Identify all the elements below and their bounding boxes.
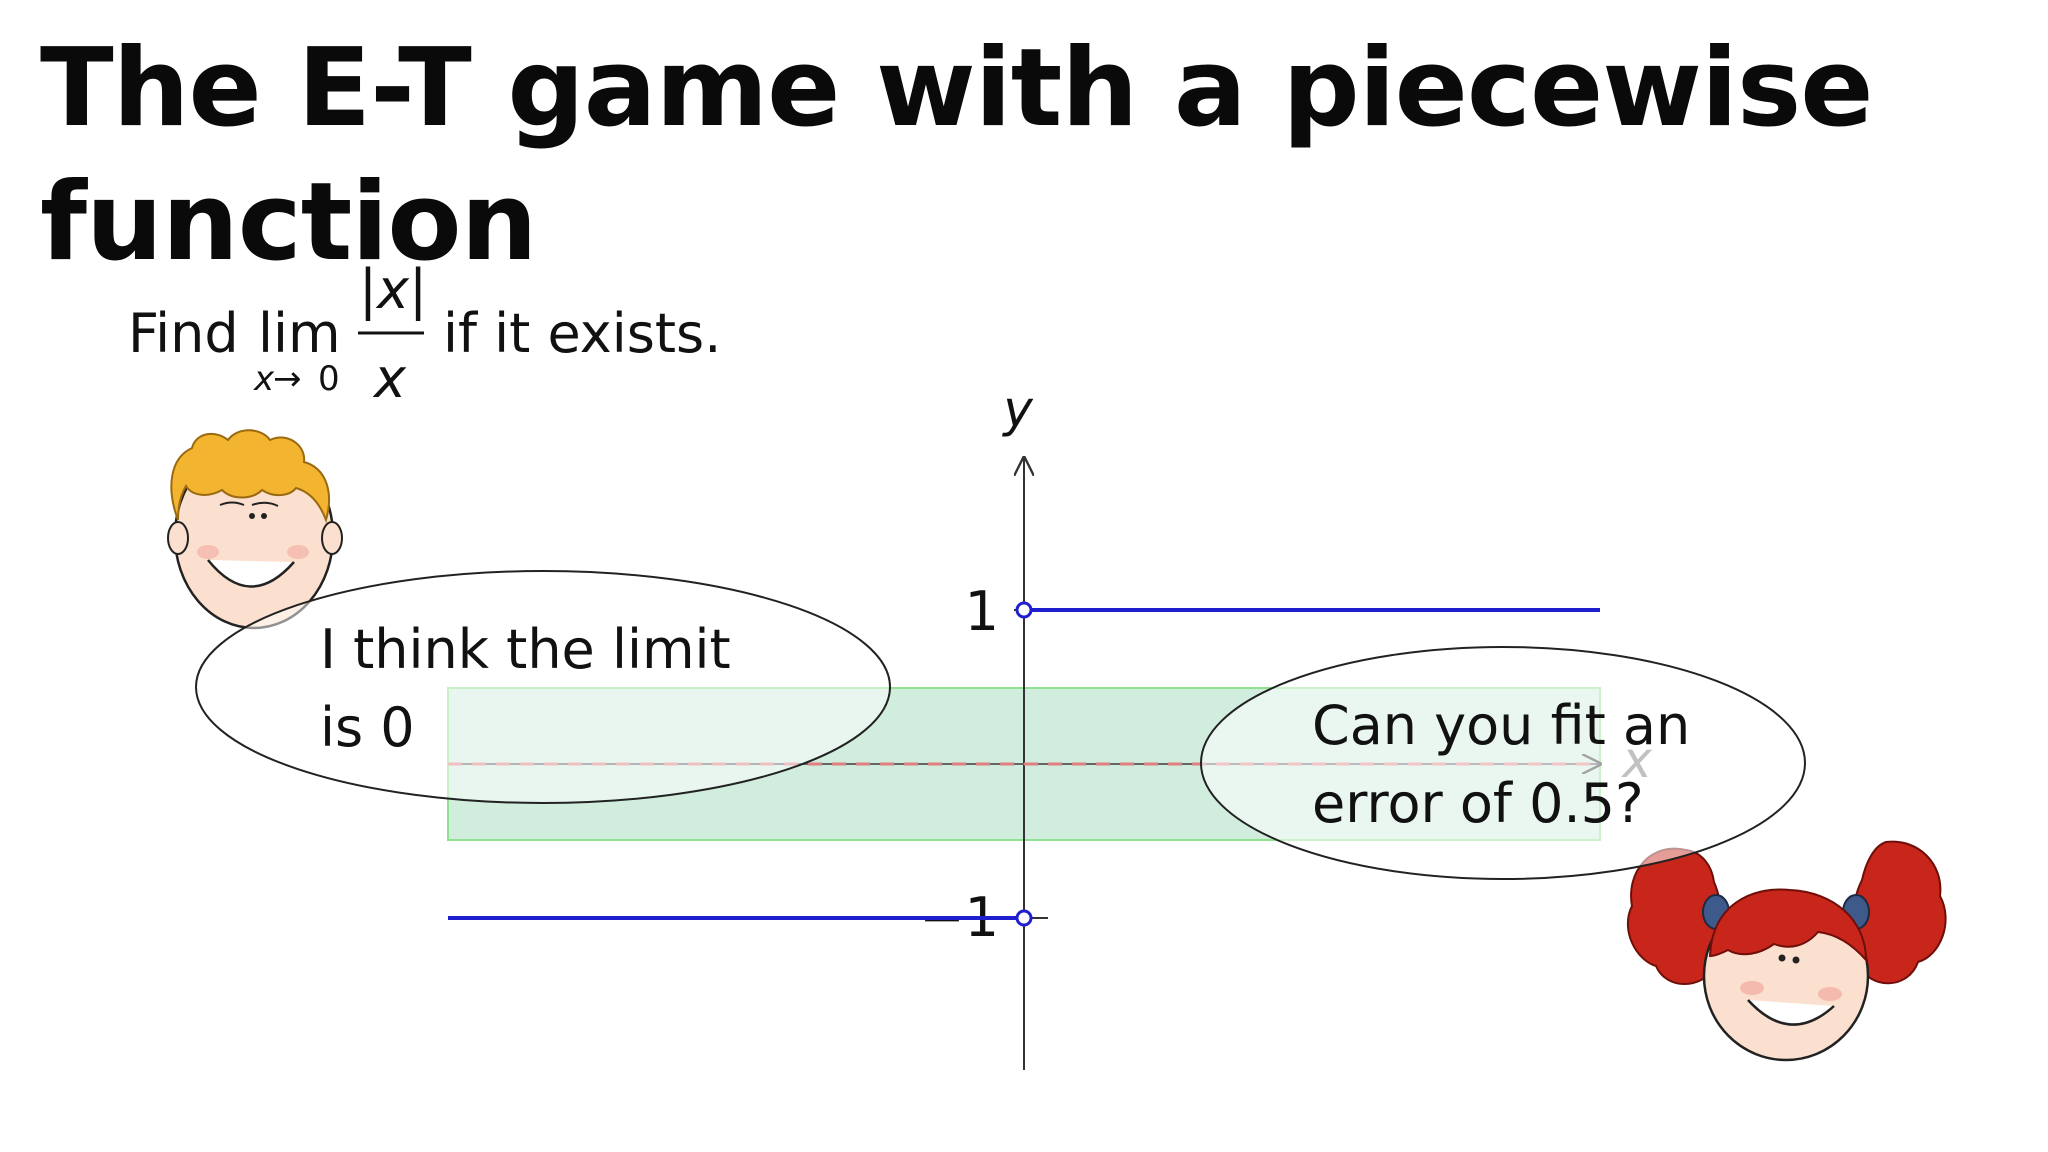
boy-speech-line-2: is 0 [320,696,415,759]
limit-subscript-variable: x [253,359,275,399]
tick-label-upper: 1 [965,580,999,643]
limit-subscript-arrow: → [273,359,302,399]
girl-speech-bubble: Can you fit an error of 0.5? [1200,646,1806,880]
limit-subscript-target: 0 [318,359,340,399]
open-point-upper [1015,601,1033,619]
problem-suffix: if it exists. [443,302,721,365]
open-point-lower [1015,909,1033,927]
problem-prefix: Find [128,302,239,365]
cartoon-girl-face-with-pigtails-icon [1626,840,1947,1062]
girl-speech-line-1: Can you fit an [1312,694,1690,757]
boy-speech-bubble: I think the limit is 0 [195,570,891,804]
fraction-numerator: |x| [359,258,427,321]
slide-title: The E-T game with a piecewise function [40,26,1874,285]
limit-operator: lim [258,302,341,365]
girl-speech-line-2: error of 0.5? [1312,772,1644,835]
fraction-denominator: x [372,347,407,410]
boy-speech-line-1: I think the limit [320,618,731,681]
problem-statement: Find lim x → 0 |x| x if it exists. [128,258,721,410]
cartoon-boy-face-icon [167,429,343,630]
y-axis-label: y [1001,380,1034,438]
